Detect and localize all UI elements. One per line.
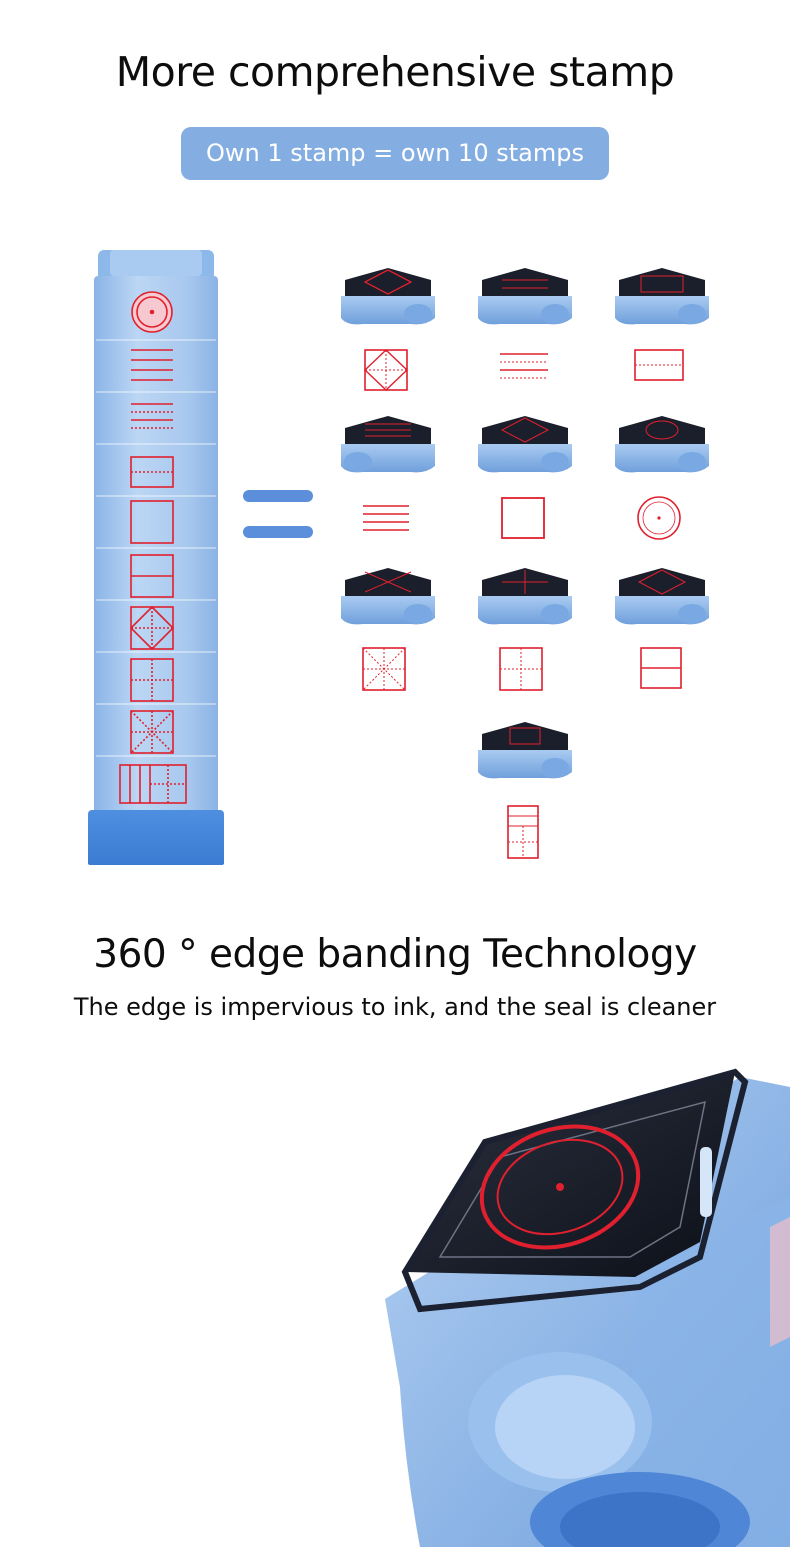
equals-bar-bottom <box>243 526 313 538</box>
page-title: More comprehensive stamp <box>115 48 675 96</box>
stamp-closeup-image <box>385 1068 790 1547</box>
section-title-edge-banding: 360 ° edge banding Technology <box>93 932 697 977</box>
tower-base <box>88 810 224 865</box>
tower-patterns <box>96 291 216 804</box>
stamp-unit-lines <box>333 410 443 570</box>
stamp-unit-half-box <box>607 562 717 722</box>
stamp-unit-dotted-lines <box>470 262 580 422</box>
stamp-unit-square <box>470 410 580 570</box>
tower-body <box>94 276 218 816</box>
stamp-unit-stack-grid <box>470 716 580 876</box>
section-subtitle-edge-banding: The edge is impervious to ink, and the s… <box>73 993 717 1021</box>
stamp-tower-image <box>88 250 224 865</box>
stamp-unit-diamond-grid <box>333 262 443 422</box>
equals-bar-top <box>243 490 313 502</box>
stamp-unit-clock <box>607 410 717 570</box>
stamp-unit-cross-grid <box>470 562 580 722</box>
stamp-unit-dotted-box <box>607 262 717 422</box>
stamp-unit-star-grid <box>333 562 443 722</box>
tower-cap-top <box>110 250 202 276</box>
stamp-count-badge: Own 1 stamp = own 10 stamps <box>181 127 609 180</box>
